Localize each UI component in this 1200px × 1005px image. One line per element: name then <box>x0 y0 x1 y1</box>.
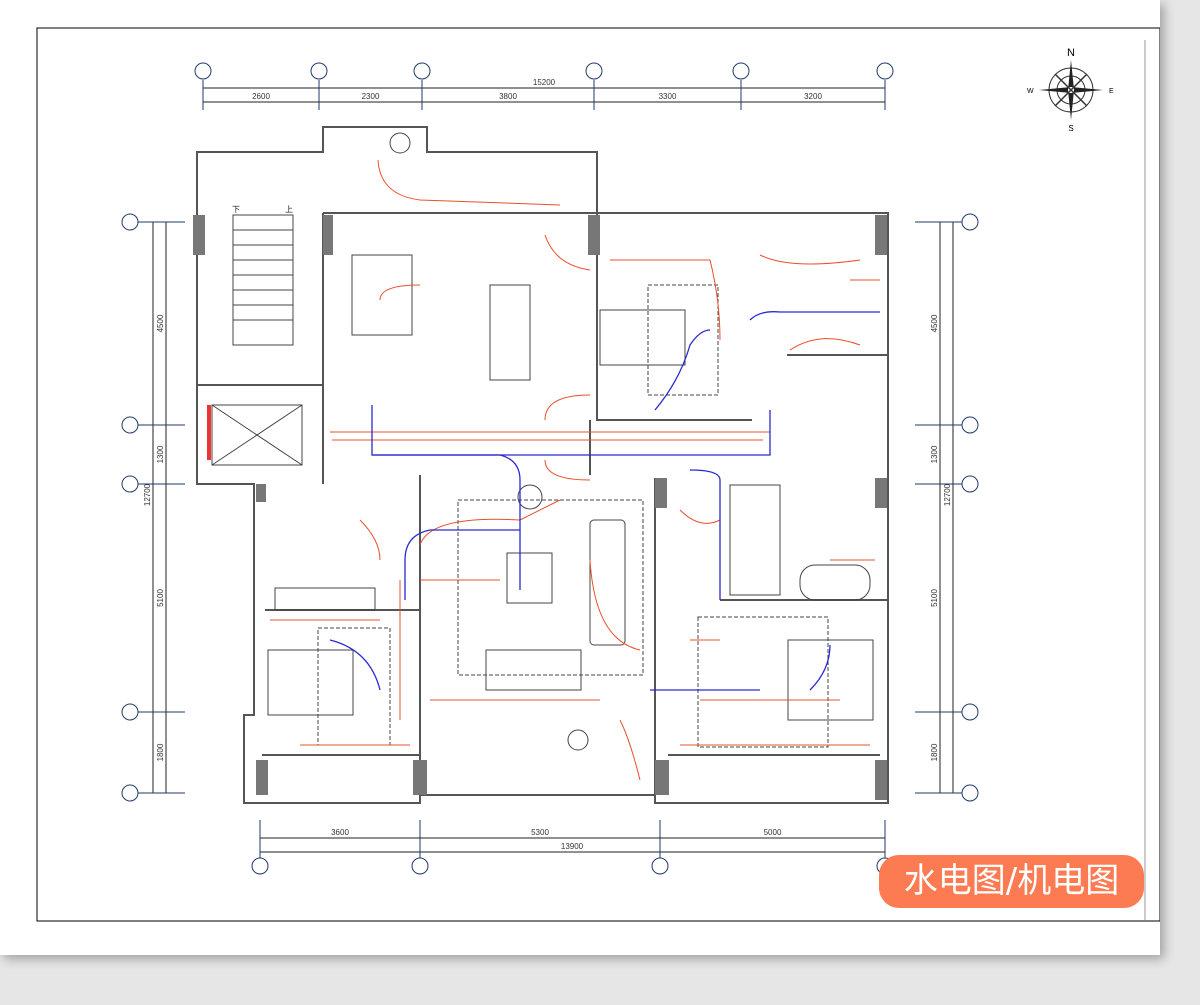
furniture <box>267 132 874 751</box>
grid-bubble <box>411 857 429 875</box>
top-segment-dim: 3200 <box>804 92 822 101</box>
grid-bubble <box>121 416 139 434</box>
stair-up-label: 上 <box>285 205 293 214</box>
stair-elevator: 下 上 <box>211 205 303 466</box>
drawing-type-badge: 水电图/机电图 <box>879 855 1144 908</box>
grid-bubble <box>732 62 750 80</box>
right-segment-dim: 5100 <box>930 589 939 607</box>
top-segment-dim: 3300 <box>659 92 677 101</box>
bottom-segment-dim: 5300 <box>531 828 549 837</box>
left-segment-dim: 1800 <box>156 743 165 761</box>
grid-bubble <box>961 475 979 493</box>
left-segment-dim: 5100 <box>156 589 165 607</box>
right-segment-dim: 1300 <box>930 445 939 463</box>
grid-bubble <box>961 703 979 721</box>
columns <box>193 215 887 800</box>
right-total-dim: 12700 <box>943 483 952 506</box>
left-total-dim: 12700 <box>143 483 152 506</box>
grid-bubble <box>876 62 894 80</box>
grid-bubble <box>310 62 328 80</box>
grid-bubble <box>121 703 139 721</box>
power-lines <box>270 159 880 781</box>
left-segment-dim: 4500 <box>156 314 165 332</box>
grid-bubbles: 2600 2300 3800 3300 3200 3600 5300 5000 4500 4500… <box>121 62 979 875</box>
walls <box>196 126 889 804</box>
stair-down-label: 下 <box>232 205 240 214</box>
compass-n: N <box>1067 47 1075 59</box>
left-segment-dim: 1300 <box>156 445 165 463</box>
grid-bubble <box>651 857 669 875</box>
compass-s: S <box>1068 124 1073 133</box>
grid-bubble <box>194 62 212 80</box>
floor-plan: 15200 13900 12700 12700 N S E W 下 上 <box>36 27 1160 922</box>
side-dimensions <box>152 222 954 793</box>
water-lines <box>329 311 880 691</box>
right-segment-dim: 4500 <box>930 314 939 332</box>
bottom-segment-dim: 3600 <box>331 828 349 837</box>
grid-bubble <box>961 416 979 434</box>
sheet-border <box>36 27 1160 922</box>
grid-bubble <box>413 62 431 80</box>
top-dimension <box>203 87 885 103</box>
grid-bubble <box>121 213 139 231</box>
bottom-segment-dim: 5000 <box>764 828 782 837</box>
top-segment-dim: 2300 <box>362 92 380 101</box>
compass-w: W <box>1027 88 1034 95</box>
drawing-sheet: 15200 13900 12700 12700 N S E W 下 上 <box>0 0 1160 955</box>
top-segment-dim: 3800 <box>499 92 517 101</box>
grid-bubble <box>251 857 269 875</box>
bottom-total-dim: 13900 <box>561 842 584 851</box>
right-segment-dim: 1800 <box>930 743 939 761</box>
grid-bubble <box>585 62 603 80</box>
grid-bubble <box>961 213 979 231</box>
grid-bubble <box>121 475 139 493</box>
grid-bubble <box>121 784 139 802</box>
grid-bubble <box>961 784 979 802</box>
top-total-dim: 15200 <box>533 78 556 87</box>
compass-e: E <box>1109 88 1114 95</box>
top-segment-dim: 2600 <box>252 92 270 101</box>
compass-icon: N S E W <box>1027 47 1114 133</box>
bottom-dimension <box>260 837 885 853</box>
